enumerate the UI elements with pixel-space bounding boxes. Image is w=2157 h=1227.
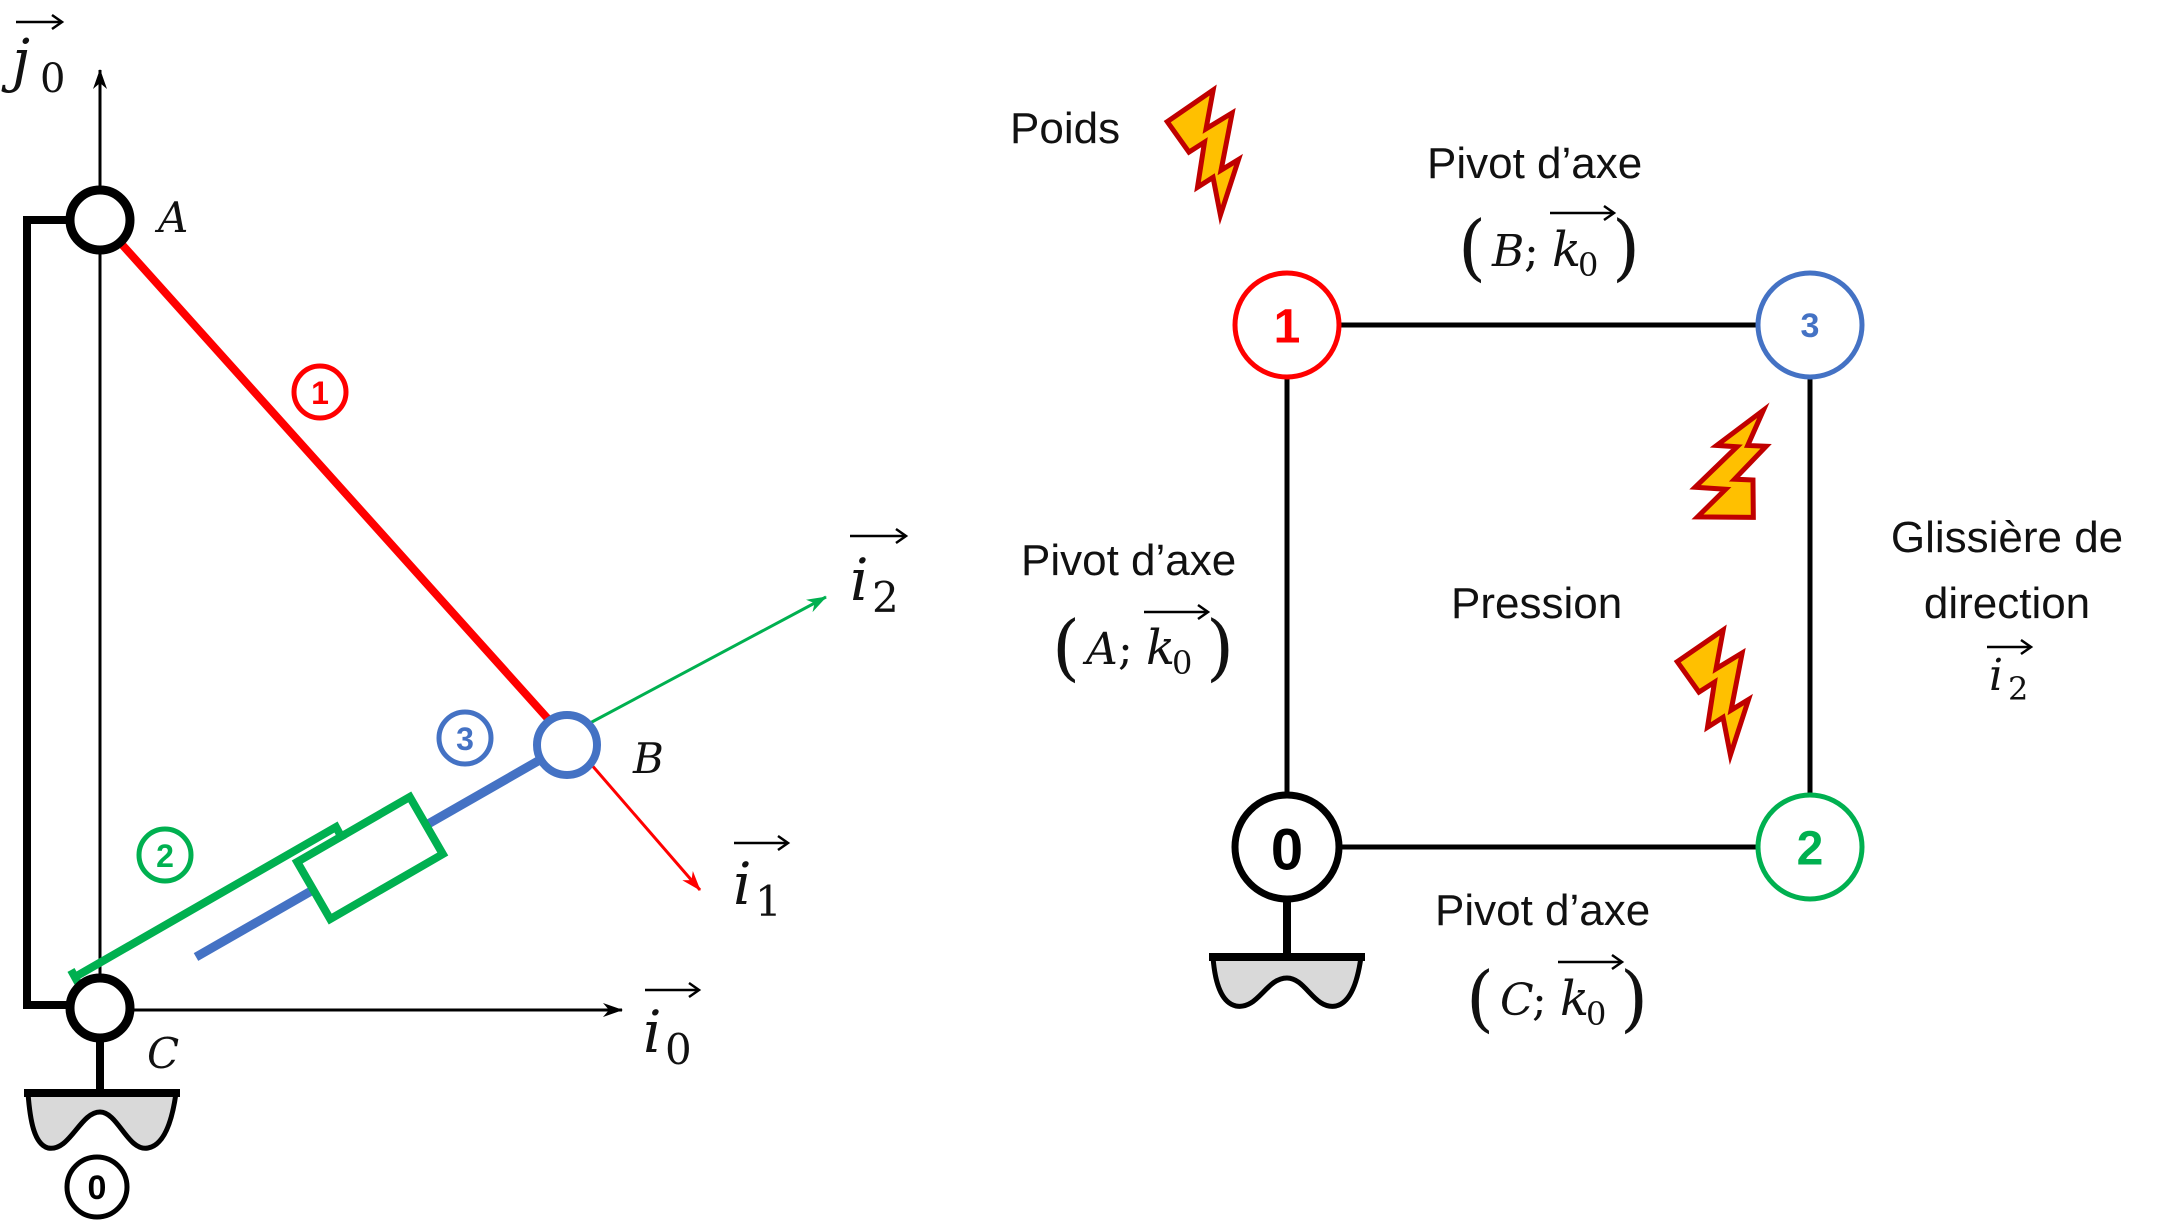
link-label-left: Pivot d’axe ( A ; k 0 ) <box>1021 536 1236 689</box>
point-A-label: A <box>154 193 188 242</box>
part2-number: 2 <box>156 838 174 874</box>
link-left-axis-sub: 0 <box>1172 644 1192 682</box>
graph-node-3-label: 3 <box>1801 307 1820 345</box>
vector-i0-base: i <box>643 998 662 1066</box>
vector-i2-sub: 2 <box>872 573 899 622</box>
ground-badge <box>64 1154 130 1220</box>
link-left-name: Pivot d’axe <box>1021 536 1236 585</box>
part1-link <box>97 217 570 743</box>
link-top-axis-sub: 0 <box>1578 246 1598 284</box>
part1-badge <box>291 363 349 421</box>
part2-badge <box>136 826 194 884</box>
link-left-axis-base: k <box>1146 620 1175 676</box>
link-right-axis-base: i <box>1989 650 2003 701</box>
link-top-name: Pivot d’axe <box>1427 139 1642 188</box>
frame-bracket <box>23 216 72 1009</box>
joint-C <box>65 973 135 1043</box>
vector-label-i2: i 2 <box>850 527 909 622</box>
joint-B <box>533 711 601 779</box>
link-left-point: A <box>1082 624 1118 675</box>
axis-i2-arrow <box>589 595 827 725</box>
lightning-bolt-icon <box>1672 627 1773 762</box>
graph-node-2-label: 2 <box>1797 823 1824 876</box>
part1-number: 1 <box>311 375 329 411</box>
vector-j0-sub: 0 <box>40 56 65 102</box>
ground-number: 0 <box>88 1169 107 1207</box>
axis-i1-arrow <box>588 762 702 891</box>
graph-node-2 <box>1755 792 1865 902</box>
link-bottom-axis-sub: 0 <box>1586 995 1606 1033</box>
vector-i0-sub: 0 <box>665 1025 692 1074</box>
vector-i2-base: i <box>850 546 869 614</box>
part2-cylinder <box>73 821 347 981</box>
vector-label-i0: i 0 <box>643 981 702 1074</box>
paren-open: ( <box>1458 205 1486 289</box>
vector-i1-sub: 1 <box>755 877 782 926</box>
paren-close: ) <box>1612 205 1640 289</box>
graph-node-3 <box>1755 270 1865 380</box>
part3-number: 3 <box>456 721 474 757</box>
graph-node-0 <box>1231 791 1343 903</box>
ground-symbol-icon <box>24 1040 180 1151</box>
vector-label-j0: j 0 <box>1 13 65 102</box>
graph-node-1 <box>1232 270 1342 380</box>
link-bottom-name: Pivot d’axe <box>1435 886 1650 935</box>
link-right-line1: Glissière de <box>1891 513 2123 562</box>
paren-close: ) <box>1620 956 1648 1040</box>
action-pressure-label: Pression <box>1451 579 1622 628</box>
vector-label-i1: i 1 <box>733 834 791 926</box>
vector-i1-base: i <box>733 850 752 918</box>
lightning-bolt-icon <box>1162 87 1263 222</box>
link-bottom-point: C <box>1500 975 1534 1026</box>
link-top-axis-base: k <box>1552 222 1581 278</box>
part3-badge <box>436 709 494 767</box>
link-label-bottom: Pivot d’axe ( C ; k 0 ) <box>1435 886 1650 1040</box>
graph-node-1-label: 1 <box>1274 301 1301 354</box>
liaison-graph: 1 3 0 2 Poids Pression Pivot d’axe ( B ;… <box>1010 87 2123 1040</box>
graph-node-0-label: 0 <box>1271 818 1303 883</box>
graph-ground-symbol-icon <box>1209 900 1365 1009</box>
link-top-point: B <box>1491 226 1524 277</box>
link-label-right: Glissière de direction i 2 <box>1891 513 2123 708</box>
link-bottom-axis-base: k <box>1560 971 1589 1027</box>
paren-open: ( <box>1466 956 1494 1040</box>
paren-close: ) <box>1206 605 1234 689</box>
point-B-label: B <box>632 734 664 783</box>
link-label-top: Pivot d’axe ( B ; k 0 ) <box>1427 139 1642 289</box>
joint-A <box>65 185 135 255</box>
separator: ; <box>1524 226 1539 277</box>
action-weight-label: Poids <box>1010 104 1120 153</box>
point-C-label: C <box>147 1029 179 1078</box>
part3-piston <box>291 791 449 925</box>
separator: ; <box>1532 975 1547 1026</box>
link-right-axis-sub: 2 <box>2008 670 2028 708</box>
paren-open: ( <box>1052 605 1080 689</box>
mechanism-schematic: 1 2 3 0 A B C j 0 i 2 i 1 <box>1 13 909 1220</box>
vector-j0-base: j <box>1 26 30 94</box>
link-right-line2: direction <box>1924 579 2090 628</box>
separator: ; <box>1118 624 1133 675</box>
lightning-bolt-icon <box>1688 398 1781 530</box>
